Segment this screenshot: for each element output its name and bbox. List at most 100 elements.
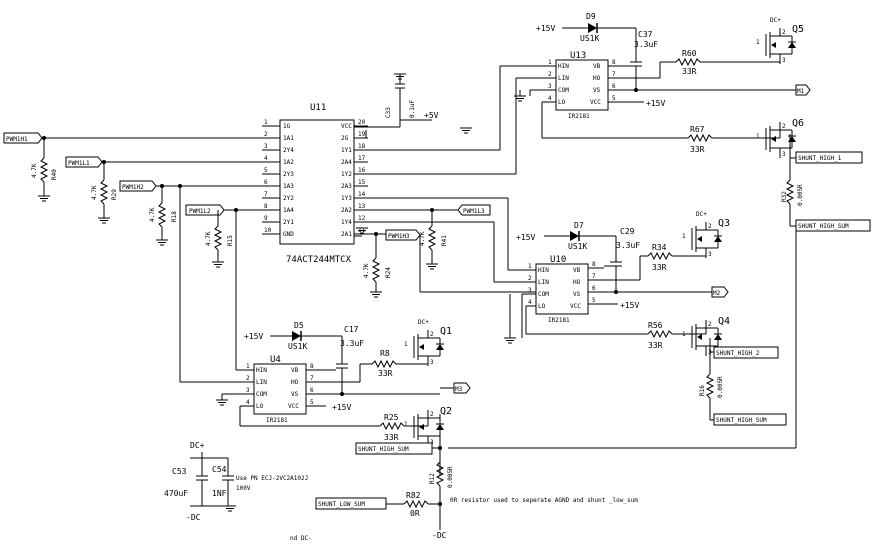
r8-ref: R8 <box>380 349 390 358</box>
u4-vb-label: VB <box>291 367 299 374</box>
u11-pin-name: 1Y4 <box>341 219 352 226</box>
r29-value: 4.7K <box>91 185 98 200</box>
u4-com-label: COM <box>256 391 267 398</box>
u10-com-label: COM <box>538 291 549 298</box>
u10-driver: U10 IR2181 HIN LIN COM LO VB HO VS VCC 1… <box>503 255 710 344</box>
c17-value: 3.3uF <box>340 339 364 348</box>
r18-value: 4.7K <box>149 207 156 222</box>
u11-pin-number: 10 <box>264 227 272 234</box>
u10-vcc-supply: +15V <box>620 301 639 310</box>
mosfet-supply-label: DC+ <box>696 211 707 218</box>
c54-voltage: 100V <box>236 485 251 492</box>
u11-pin-name: 2A2 <box>341 207 352 214</box>
u11-pin-name: VCC <box>341 123 352 130</box>
u4-lin-label: LIN <box>256 379 267 386</box>
mosfet-ref: Q2 <box>440 406 452 417</box>
r16-ref: R16 <box>699 385 706 396</box>
u11-pin-name: 2Y1 <box>283 219 294 226</box>
u4-pin4: 4 <box>246 399 250 406</box>
u10-ref: U10 <box>550 255 566 265</box>
r41-value: 4.7K <box>419 231 426 246</box>
bulk-dc-minus: -DC <box>186 513 201 522</box>
u11-pin-number: 15 <box>358 179 366 186</box>
u13-lin-label: LIN <box>558 75 569 82</box>
u11-pin-number: 5 <box>264 167 268 174</box>
u11-pin-name: 2Y4 <box>283 147 294 154</box>
d9-ref: D9 <box>586 12 596 21</box>
u11-pin-name: 2Y2 <box>283 195 294 202</box>
u4-vcc-supply: +15V <box>332 403 351 412</box>
mosfet-gate-pin: 1 <box>404 341 408 348</box>
r56-value: 33R <box>648 341 663 350</box>
u11-pin-number: 8 <box>264 203 268 210</box>
r40-value: 4.7K <box>31 163 38 178</box>
low-side-shunt: SHUNT_HIGH_SUM R12 0.005R -DC SHUNT_LOW_… <box>315 414 638 540</box>
u11-pin-number: 13 <box>358 203 366 210</box>
u11-pin-name: GND <box>283 231 294 238</box>
mosfet-gate-pin: 1 <box>404 421 408 428</box>
mosfet-supply-label: DC+ <box>418 319 429 326</box>
mosfet-drain-pin: 2 <box>782 123 786 130</box>
r32-value: 0.005R <box>797 184 804 206</box>
r67-ref: R67 <box>690 125 705 134</box>
u10-vcc-label: VCC <box>570 303 581 310</box>
r12-ref: R12 <box>429 473 436 484</box>
r12-value: 0.005R <box>447 466 454 488</box>
r40-ref: R40 <box>51 169 58 180</box>
mosfet-ref: Q5 <box>792 24 804 35</box>
u4-pin1: 1 <box>246 363 250 370</box>
c53-ref: C53 <box>172 467 187 476</box>
mosfet-ref: Q3 <box>718 218 730 229</box>
u10-ho-label: HO <box>573 279 581 286</box>
u10-pin1: 1 <box>528 263 532 270</box>
r82-value: 0R <box>410 509 420 518</box>
u13-driver: U13 IR2181 HIN LIN COM LO VB HO VS VCC 1… <box>513 51 780 139</box>
bottom-cut-text: nd DC- <box>290 535 312 542</box>
r8-resistor: R8 33R <box>359 349 428 382</box>
r56-ref: R56 <box>648 321 663 330</box>
u4-hin-label: HIN <box>256 367 267 374</box>
u4-pin6: 6 <box>310 387 314 394</box>
phase-m2: M2 <box>706 286 729 298</box>
mosfet-drain-pin: 2 <box>782 29 786 36</box>
mosfet-gate-pin: 1 <box>682 331 686 338</box>
shunt-high-1-label: SHUNT_HIGH_1 <box>798 155 842 162</box>
u13-pin6: 6 <box>612 83 616 90</box>
u11-pin-name: 1A2 <box>283 159 294 166</box>
c17-capacitor: C17 3.3uF <box>336 325 364 396</box>
pwm1l1-label: PWM1L1 <box>68 160 90 167</box>
u4-boot-supply: +15V <box>244 332 263 341</box>
d9-part: US1K <box>580 34 599 43</box>
u13-vs-label: VS <box>593 87 601 94</box>
c54-note: Use PN ECJ-2VC2A102J <box>236 475 308 482</box>
r8-value: 33R <box>378 369 393 378</box>
low-side-ground: -DC <box>432 531 447 540</box>
u10-pin2: 2 <box>528 275 532 282</box>
u11-part: 74ACT244MTCX <box>286 255 352 265</box>
u11-ref: U11 <box>310 103 326 113</box>
u10-pin5: 5 <box>592 297 596 304</box>
r82-ref: R82 <box>406 491 421 500</box>
u11-pin-number: 4 <box>264 155 268 162</box>
u13-com-label: COM <box>558 87 569 94</box>
r29-ref: R29 <box>111 189 118 200</box>
u11-pin-number: 20 <box>358 119 366 126</box>
u11-pin-name: 2A1 <box>341 231 352 238</box>
u13-pin2: 2 <box>548 71 552 78</box>
u10-part: IR2181 <box>548 317 570 324</box>
mosfet-ref: Q1 <box>440 326 452 337</box>
c37-capacitor: C37 3.3uF <box>622 28 658 92</box>
u4-vcc-label: VCC <box>288 403 299 410</box>
u11-pin-name: 1Y3 <box>341 195 352 202</box>
r25-value: 33R <box>384 433 399 442</box>
r15-value: 4.7K <box>205 231 212 246</box>
mosfet-gate-pin: 1 <box>756 133 760 140</box>
u10-vs-label: VS <box>573 291 581 298</box>
mosfet-source-pin: 3 <box>430 359 434 366</box>
mosfet-drain-pin: 2 <box>708 223 712 230</box>
u4-pin5: 5 <box>310 399 314 406</box>
